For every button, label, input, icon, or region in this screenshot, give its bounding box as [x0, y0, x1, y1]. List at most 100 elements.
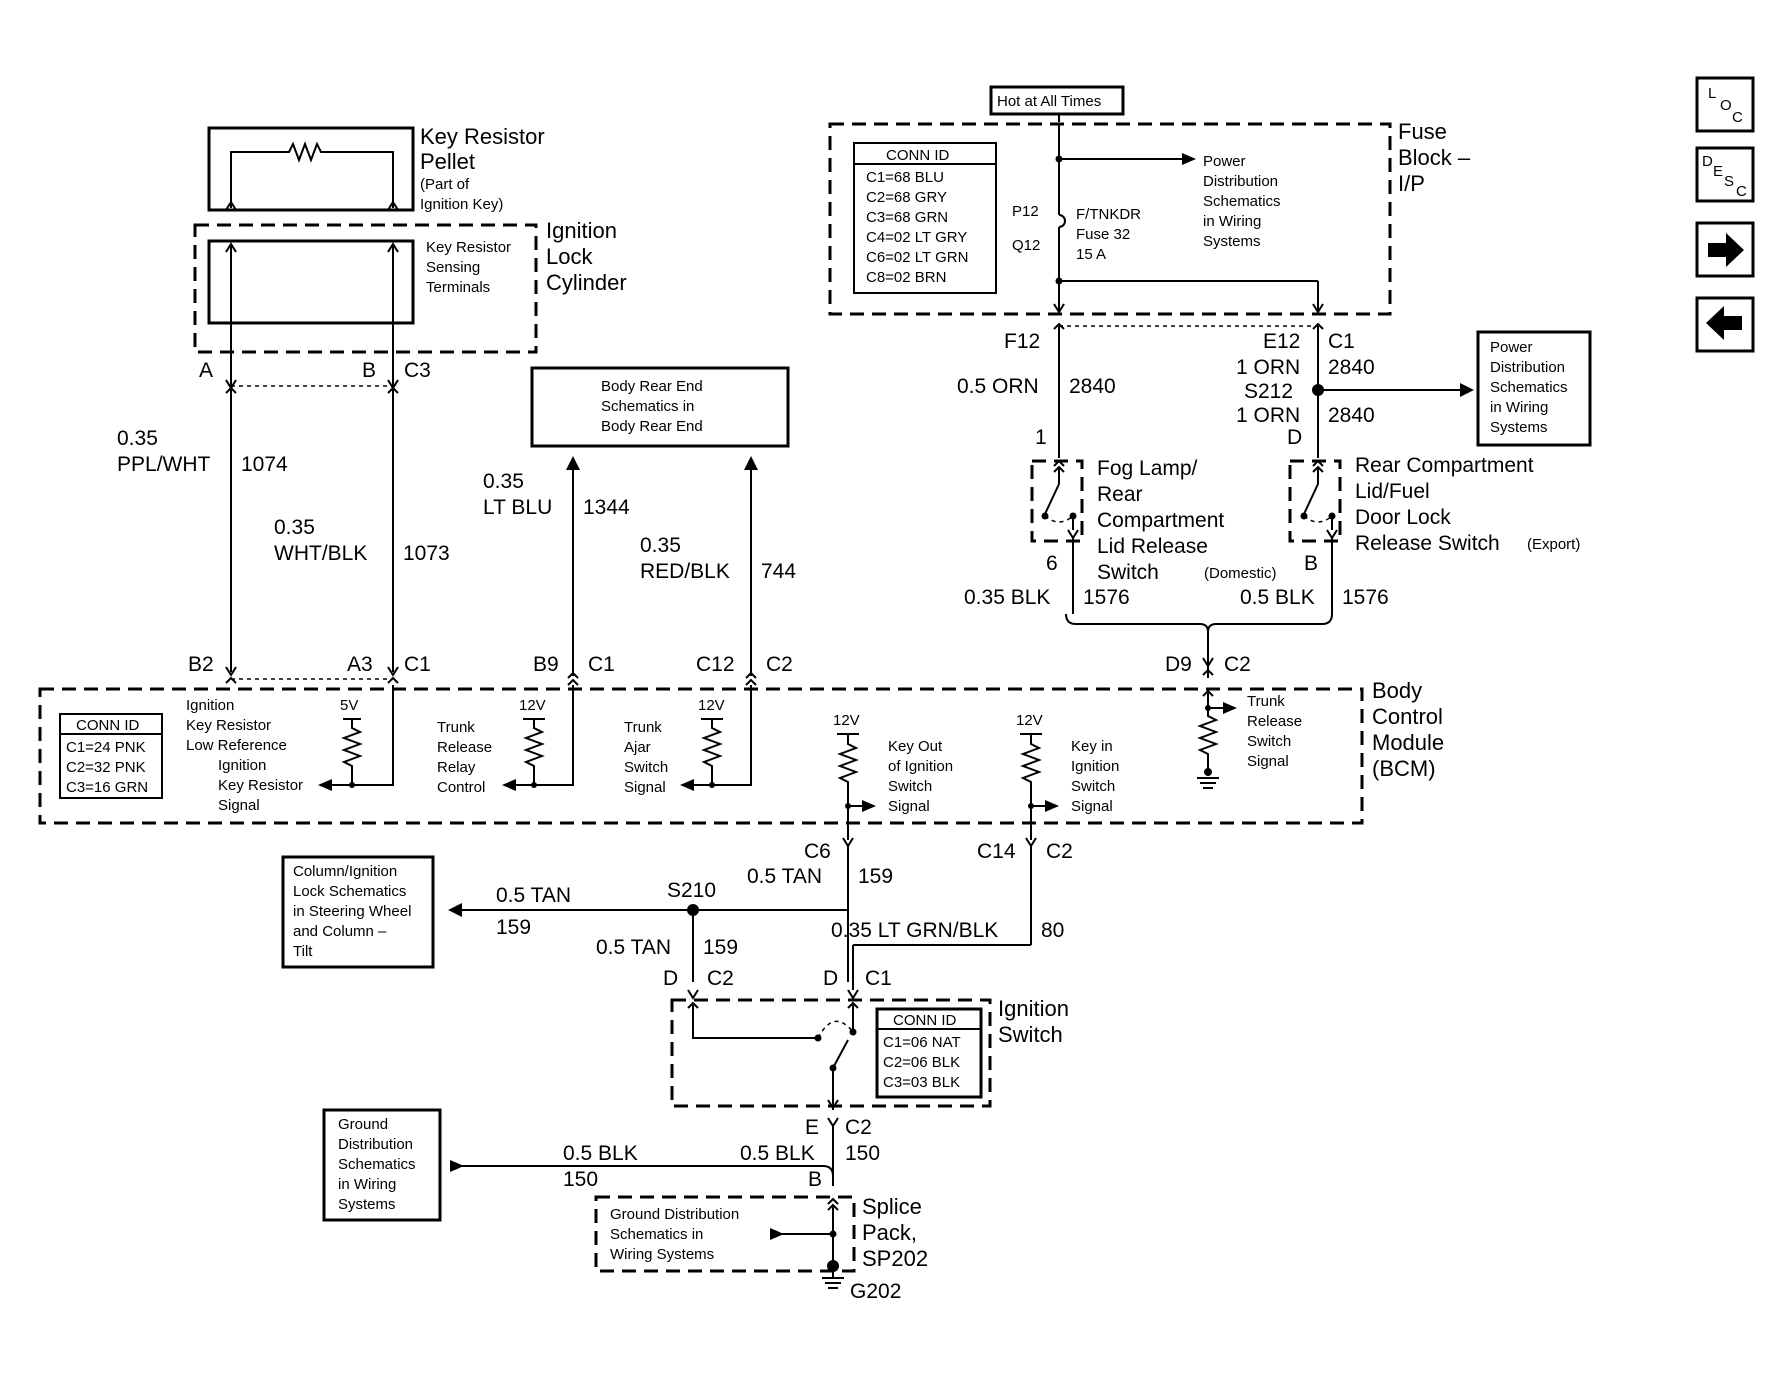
svg-text:A: A — [199, 359, 213, 382]
wires-1074-1073: 0.35 PPL/WHT 1074 0.35 WHT/BLK 1073 B2 A… — [117, 390, 450, 684]
svg-text:80: 80 — [1041, 919, 1064, 942]
svg-text:C2: C2 — [1046, 840, 1073, 863]
svg-text:CONN ID: CONN ID — [886, 147, 950, 164]
svg-text:Fuse: Fuse — [1398, 119, 1447, 144]
svg-text:CONN ID: CONN ID — [893, 1012, 957, 1029]
svg-text:C3=03 BLK: C3=03 BLK — [883, 1074, 960, 1091]
right-arrow-icon — [1708, 233, 1744, 267]
svg-text:Column/Ignition: Column/Ignition — [293, 863, 397, 880]
svg-text:(Part of: (Part of — [420, 176, 470, 193]
svg-text:P12: P12 — [1012, 203, 1039, 220]
svg-text:12V: 12V — [1016, 712, 1043, 729]
svg-text:C: C — [1732, 109, 1743, 126]
svg-text:Q12: Q12 — [1012, 237, 1040, 254]
svg-text:C12: C12 — [696, 653, 735, 676]
svg-text:Hot at All Times: Hot at All Times — [997, 93, 1101, 110]
column-ignition-box: Column/Ignition Lock Schematics in Steer… — [281, 855, 435, 969]
ground-distribution-box: Ground Distribution Schematics in Wiring… — [322, 1108, 442, 1222]
svg-text:(Export): (Export) — [1527, 536, 1580, 553]
fuse-conn-item: C1=68 BLU — [866, 169, 944, 186]
svg-text:0.5 BLK: 0.5 BLK — [740, 1142, 815, 1165]
svg-text:Key Resistor: Key Resistor — [426, 239, 511, 256]
svg-text:C14: C14 — [977, 840, 1016, 863]
svg-text:0.5 ORN: 0.5 ORN — [957, 375, 1039, 398]
svg-text:(Domestic): (Domestic) — [1204, 565, 1277, 582]
svg-text:0.5 TAN: 0.5 TAN — [596, 936, 671, 959]
svg-text:Ignition: Ignition — [1071, 758, 1119, 775]
fuse-conn-item: C6=02 LT GRN — [866, 249, 968, 266]
svg-text:Terminals: Terminals — [426, 279, 490, 296]
svg-text:1 ORN: 1 ORN — [1236, 404, 1300, 427]
svg-text:159: 159 — [858, 865, 893, 888]
desc-button[interactable]: D E S C — [1695, 146, 1755, 203]
svg-text:Fog Lamp/: Fog Lamp/ — [1097, 457, 1198, 480]
svg-text:6: 6 — [1046, 552, 1058, 575]
svg-text:Trunk: Trunk — [1247, 693, 1285, 710]
svg-text:S212: S212 — [1244, 380, 1293, 403]
svg-text:0.5 BLK: 0.5 BLK — [563, 1142, 638, 1165]
splice-pack: Ground Distribution Schematics in Wiring… — [594, 1194, 928, 1303]
svg-text:2840: 2840 — [1328, 404, 1375, 427]
svg-text:0.5 TAN: 0.5 TAN — [747, 865, 822, 888]
svg-text:L: L — [1708, 85, 1716, 102]
bcm-module: CONN ID C1=24 PNK C2=32 PNK C3=16 GRN Bo… — [38, 678, 1444, 840]
svg-text:1576: 1576 — [1342, 586, 1389, 609]
svg-text:Wiring Systems: Wiring Systems — [610, 1246, 714, 1263]
svg-text:S: S — [1724, 173, 1734, 190]
svg-text:C1=24 PNK: C1=24 PNK — [66, 739, 146, 756]
svg-text:G202: G202 — [850, 1280, 901, 1303]
svg-text:12V: 12V — [833, 712, 860, 729]
svg-text:Block –: Block – — [1398, 145, 1471, 170]
svg-text:1 ORN: 1 ORN — [1236, 356, 1300, 379]
svg-text:(BCM): (BCM) — [1372, 756, 1436, 781]
svg-text:in Wiring: in Wiring — [338, 1176, 396, 1193]
svg-text:Relay: Relay — [437, 759, 476, 776]
svg-text:Ignition: Ignition — [218, 757, 266, 774]
svg-text:Low Reference: Low Reference — [186, 737, 287, 754]
svg-text:Power: Power — [1490, 339, 1533, 356]
svg-text:C1: C1 — [404, 653, 431, 676]
svg-text:159: 159 — [703, 936, 738, 959]
svg-text:0.35: 0.35 — [274, 516, 315, 539]
wires-150: 0.5 BLK 150 0.5 BLK 150 B — [450, 1126, 880, 1191]
svg-text:5V: 5V — [340, 697, 358, 714]
next-arrow-button[interactable] — [1695, 221, 1755, 278]
svg-text:Switch: Switch — [1247, 733, 1291, 750]
svg-text:Control: Control — [1372, 704, 1443, 729]
svg-text:C1: C1 — [1328, 330, 1355, 353]
svg-text:Trunk: Trunk — [624, 719, 662, 736]
svg-text:C3: C3 — [404, 359, 431, 382]
svg-text:Ignition: Ignition — [998, 996, 1069, 1021]
fuse-conn-item: C3=68 GRN — [866, 209, 948, 226]
svg-text:E: E — [1713, 163, 1723, 180]
svg-text:Signal: Signal — [888, 798, 930, 815]
svg-text:Sensing: Sensing — [426, 259, 480, 276]
svg-text:C2: C2 — [845, 1116, 872, 1139]
svg-text:C2: C2 — [1224, 653, 1251, 676]
svg-text:E12: E12 — [1263, 330, 1300, 353]
svg-text:Release Switch: Release Switch — [1355, 532, 1500, 555]
prev-arrow-button[interactable] — [1695, 296, 1755, 353]
svg-text:Ground Distribution: Ground Distribution — [610, 1206, 739, 1223]
svg-text:Module: Module — [1372, 730, 1444, 755]
svg-text:Switch: Switch — [998, 1022, 1063, 1047]
svg-text:Distribution: Distribution — [1203, 173, 1278, 190]
svg-text:0.5 TAN: 0.5 TAN — [496, 884, 571, 907]
svg-text:C2=32 PNK: C2=32 PNK — [66, 759, 146, 776]
svg-text:Switch: Switch — [624, 759, 668, 776]
svg-text:B: B — [1304, 552, 1318, 575]
svg-text:1344: 1344 — [583, 496, 630, 519]
loc-button[interactable]: L O C — [1695, 76, 1755, 133]
svg-text:RED/BLK: RED/BLK — [640, 560, 730, 583]
fuse-conn-item: C8=02 BRN — [866, 269, 946, 286]
svg-text:D: D — [1702, 153, 1713, 170]
svg-text:1: 1 — [1035, 426, 1047, 449]
svg-text:S210: S210 — [667, 879, 716, 902]
svg-text:Lid Release: Lid Release — [1097, 535, 1208, 558]
svg-text:Key Out: Key Out — [888, 738, 943, 755]
left-arrow-icon — [1706, 306, 1742, 340]
svg-text:D9: D9 — [1165, 653, 1192, 676]
svg-text:2840: 2840 — [1328, 356, 1375, 379]
svg-text:of Ignition: of Ignition — [888, 758, 953, 775]
